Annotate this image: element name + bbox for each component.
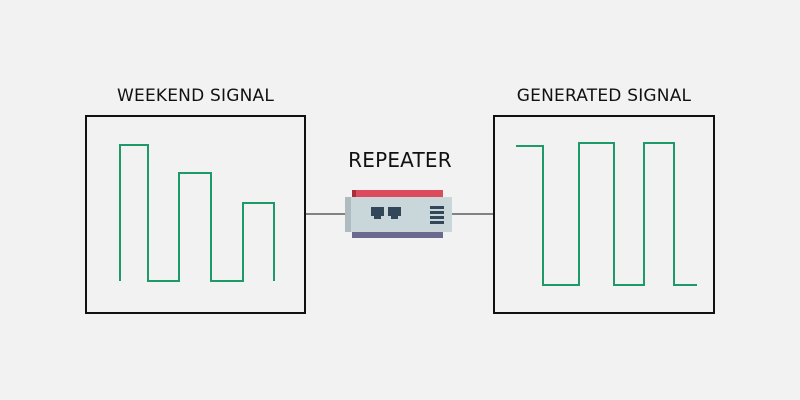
vent-icon: [430, 206, 444, 224]
weekend-signal-wave: [119, 144, 275, 282]
repeater-title: REPEATER: [348, 148, 452, 172]
generated-signal-title: GENERATED SIGNAL: [516, 86, 692, 106]
weekend-signal-title: WEEKEND SIGNAL: [117, 86, 274, 106]
weekend-signal-box: [85, 115, 306, 314]
ethernet-port-icon: [371, 207, 401, 219]
generated-signal-wave: [516, 142, 697, 286]
repeater-device-icon: [345, 190, 452, 238]
